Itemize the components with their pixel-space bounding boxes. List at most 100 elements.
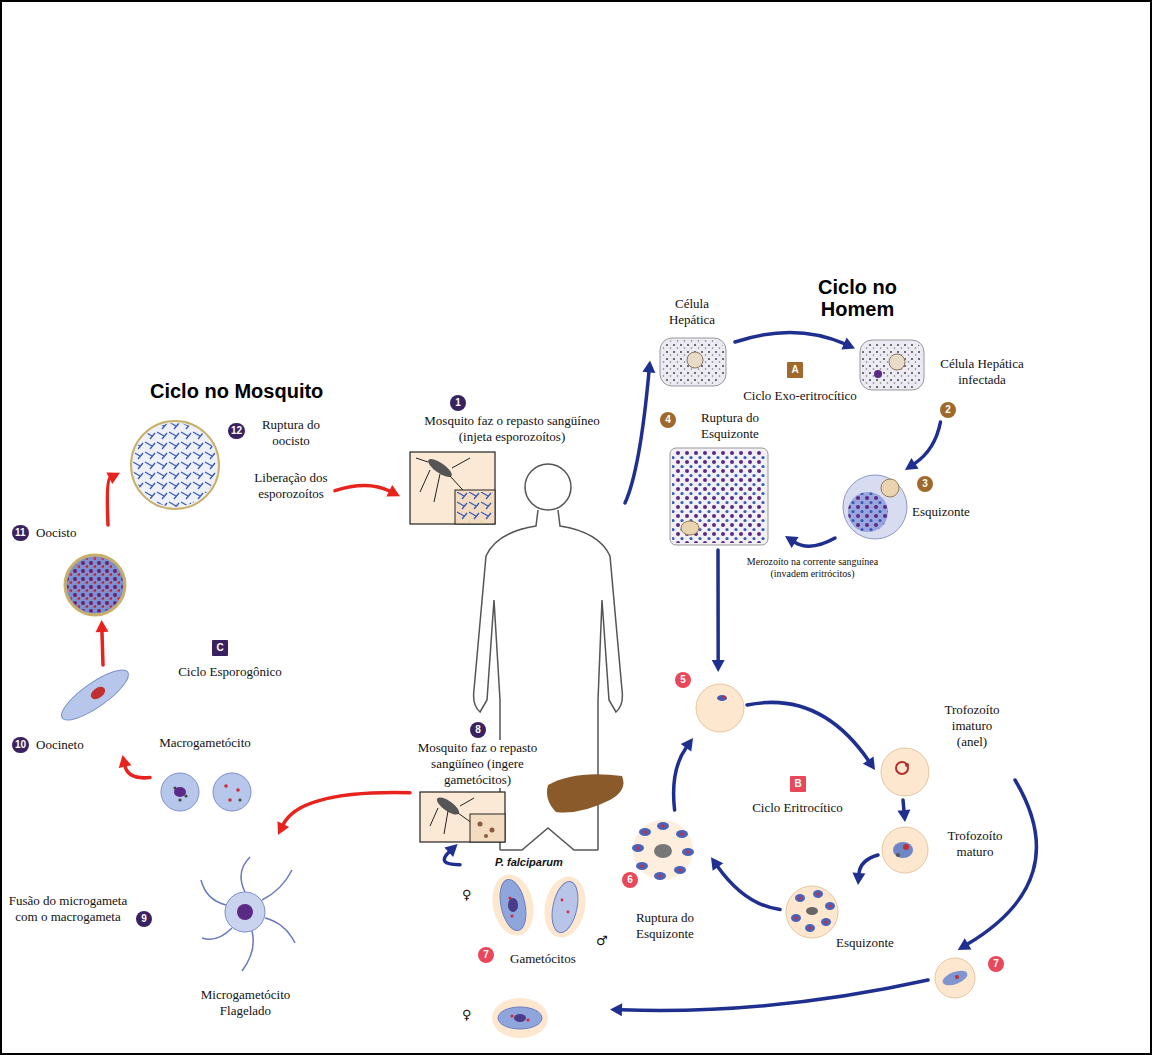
stage-node: 4Ruptura do Esquizonte <box>660 410 785 550</box>
stage-node: 10Oocineto <box>12 665 142 755</box>
stage-label: Ruptura do Esquizonte <box>620 910 710 942</box>
callout-number: 7 <box>478 947 494 963</box>
arrow-line <box>794 538 835 546</box>
stage-label: Fusão do microgameta com o macrogameta <box>8 893 128 925</box>
liver-schizont <box>843 475 907 539</box>
stage-node: Célula Hepática <box>650 296 735 388</box>
ruptured-oocyst <box>131 421 219 509</box>
stage-node: 11 Oocisto <box>12 525 140 620</box>
arrow-head <box>841 338 855 350</box>
stage-label: Merozoíto na corrente sanguínea (invadem… <box>745 556 880 580</box>
arrow-head <box>444 844 457 857</box>
ring-trophozoite <box>881 748 929 796</box>
arrow-head <box>711 857 723 871</box>
stage-node: 8Mosquito faz o repasto sangüíneo (inger… <box>410 722 546 844</box>
arrow-head <box>119 755 132 768</box>
arrow-line <box>967 780 1036 944</box>
cycle-title: Ciclo no Mosquito <box>150 380 323 402</box>
cycle-arrow <box>785 536 835 548</box>
arrow-line <box>107 478 110 525</box>
stage-label: Ciclo Esporogônico <box>160 664 300 680</box>
arrow-head <box>277 821 289 835</box>
arrow-line <box>125 766 150 778</box>
sex-symbol: ♂ <box>596 933 608 949</box>
stage-label: Microgametócito Flagelado <box>188 987 303 1019</box>
stage-node: 6Ruptura do Esquizonte <box>620 810 711 945</box>
stage-node: Esquizonte <box>780 885 910 955</box>
stage-label: Ciclo Eritrocítico <box>735 800 860 816</box>
callout-number: 7 <box>988 956 1004 972</box>
cycle-title: Ciclo no Homem <box>790 276 925 320</box>
arrow-head <box>852 873 865 885</box>
arrow-head <box>712 660 725 672</box>
arrow-head <box>681 738 693 752</box>
cycle-arrow <box>958 780 1037 950</box>
arrow-line <box>716 550 720 661</box>
stage-label: Trofozoíto imaturo (anel) <box>937 702 1007 750</box>
stage-label: Gametócitos <box>510 951 576 967</box>
ruptured-schizont <box>670 448 768 545</box>
arrow-line <box>283 793 410 826</box>
stage-node: 5 <box>675 672 747 738</box>
arrow-head <box>106 472 120 484</box>
callout-number: 12 <box>228 423 245 439</box>
cycle-arrow <box>119 755 150 778</box>
arrow-line <box>735 332 845 344</box>
stage-label: Oocisto <box>36 525 76 541</box>
ruptured-blood-schizont <box>632 820 694 880</box>
liver-organ <box>547 774 624 812</box>
stage-label: Oocineto <box>36 737 84 753</box>
stage-label: Esquizonte <box>832 935 898 951</box>
cycle-arrow <box>735 332 855 349</box>
arrow-head <box>95 620 108 632</box>
arrow-head <box>958 938 972 950</box>
ookinete <box>55 662 134 728</box>
microgametocyte <box>201 857 295 971</box>
mosquito-bite <box>420 792 505 842</box>
phase-letter: A <box>787 362 803 378</box>
cycle-arrow <box>444 844 460 865</box>
cycle-arrow <box>712 550 725 672</box>
callout-number: 11 <box>12 525 29 541</box>
stage-label: Ruptura do Esquizonte <box>680 410 780 442</box>
arrow-line <box>903 800 904 811</box>
callout-number: 9 <box>136 911 152 927</box>
cycle-arrow <box>897 800 910 822</box>
stage-node: Trofozoíto maturo <box>878 822 1013 877</box>
sex-symbol: ♀ <box>462 1007 472 1023</box>
cycle-arrow <box>106 472 120 525</box>
stage-node: Célula Hepática infectada2 <box>855 330 1045 422</box>
stage-label: Trofozoíto maturo <box>940 828 1010 860</box>
arrow-head <box>905 458 919 470</box>
gametocytes <box>487 871 591 1038</box>
stage-label: Liberação dos esporozoítos <box>250 470 332 502</box>
arrow-head <box>642 360 655 373</box>
stage-node: P. falciparum ♀ ♂ 7 Gametócitos ♀ <box>460 855 610 1048</box>
species-name: P. falciparum <box>495 855 563 869</box>
arrow-line <box>625 371 649 503</box>
callout-number: 1 <box>450 395 466 411</box>
arrow-head <box>897 809 910 822</box>
callout-number: 5 <box>675 672 691 688</box>
stage-node: Fusão do microgameta com o macrogameta 9M… <box>8 835 308 1020</box>
cycle-arrow <box>852 855 878 885</box>
cycle-arrow <box>277 793 410 835</box>
stage-label: Mosquito faz o repasto sangüíneo (injeta… <box>412 413 612 445</box>
arrow-line <box>859 855 878 874</box>
arrow-line <box>335 485 390 491</box>
stage-node: Macrogametócito <box>150 735 261 820</box>
cycle-arrow <box>674 738 693 810</box>
stage-node: 7 <box>928 950 1013 1000</box>
mosquito-bite <box>410 452 495 524</box>
stage-node: 3Esquizonte <box>835 470 975 550</box>
sex-symbol: ♀ <box>462 887 472 903</box>
phase-letter: B <box>790 776 806 792</box>
cycle-arrow <box>747 702 875 770</box>
arrow-head <box>610 1003 622 1016</box>
arrow-head <box>386 485 400 497</box>
arrow-line <box>102 631 103 665</box>
macrogametocyte <box>161 773 251 811</box>
